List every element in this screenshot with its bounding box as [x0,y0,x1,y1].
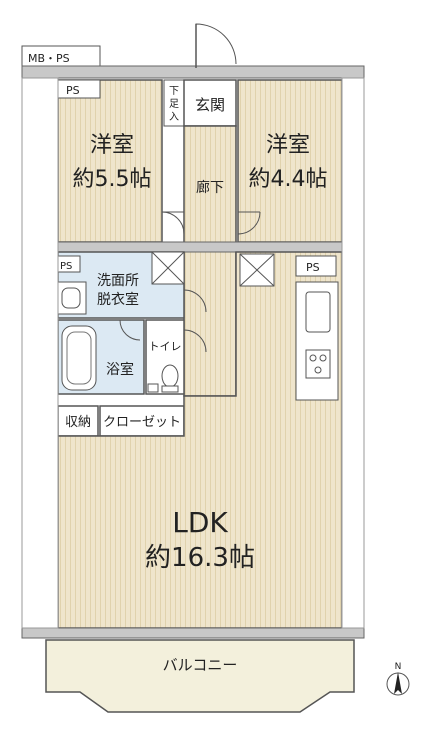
door-swing-washroom [183,289,207,313]
door-swing-bath [119,319,141,341]
balcony-label: バルコニー [163,656,238,674]
door-swing-left-room [161,211,185,235]
ps-right-label: PS [306,261,320,274]
bathtub-inner [66,331,92,385]
western-room-left-floor [57,79,163,243]
western-left-name: 洋室 [90,133,134,158]
western-room-right-floor [237,79,343,243]
kitchen-sink [305,291,331,333]
top-wall [21,65,365,79]
western-right-size: 約4.4帖 [249,167,328,192]
washroom-label-1: 洗面所 [97,273,139,289]
western-right-name: 洋室 [266,133,310,158]
balcony-floor [45,639,355,713]
stove-burner-2 [319,354,327,362]
ldk-size: 約16.3帖 [145,543,255,573]
toilet-fixture [147,383,159,393]
washing-machine-cross-2 [151,251,185,285]
middle-wall [21,241,365,253]
toilet-label: トイレ [149,340,182,353]
storage-label: 収納 [65,415,91,430]
corridor-label: 廊下 [196,179,224,196]
bath-label: 浴室 [106,361,134,378]
north-label: N [395,662,402,672]
ldk-name: LDK [172,506,228,539]
toilet-bowl [161,364,179,388]
geta-label-3: 入 [169,112,179,123]
washroom-label-2: 脱衣室 [97,291,139,308]
fridge-cross-2 [239,253,275,287]
kitchen-stove [305,349,331,379]
right-wall [341,77,365,629]
entrance-floor [183,79,237,127]
geta-label-2: 足 [169,98,179,110]
mb-ps-label: MB・PS [28,52,70,65]
north-arrow-icon [394,672,402,694]
door-swing-right-room [237,211,261,235]
front-door-swing [195,23,237,68]
left-wall [21,77,59,629]
geta-label-1: 下 [169,86,179,97]
toilet-tank [161,385,179,393]
stove-burner-1 [309,354,317,362]
washbasin-bowl [61,287,81,309]
bottom-wall [21,627,365,639]
closet-label: クローゼット [103,415,181,430]
ps-right-box [295,255,337,277]
ps-left-label: PS [60,261,72,272]
entrance-label: 玄関 [195,96,225,114]
stove-burner-3 [314,366,322,374]
corridor-floor [183,125,237,397]
western-left-size: 約5.5帖 [73,167,152,192]
ps-top-label: PS [66,84,80,97]
door-swing-toilet [183,329,207,353]
